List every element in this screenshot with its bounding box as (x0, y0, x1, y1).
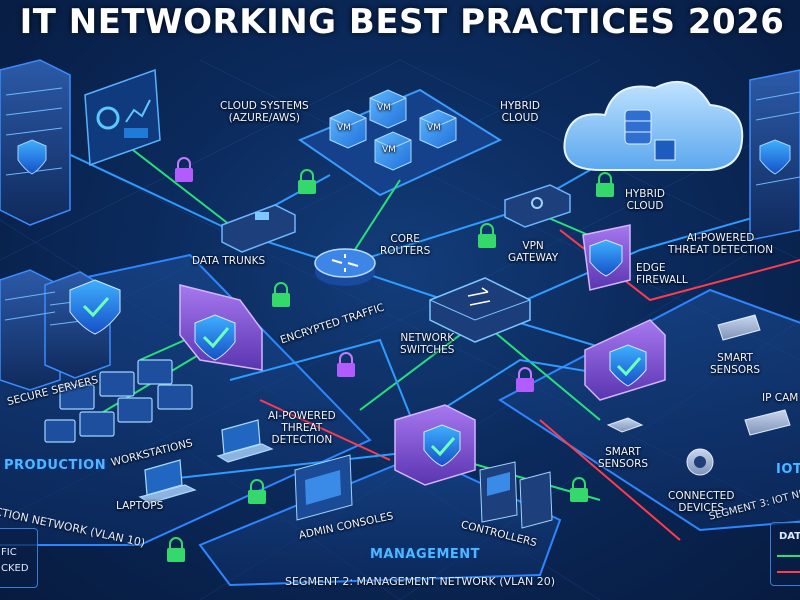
firewall-left (179, 284, 263, 371)
legend-right: DAT (770, 522, 800, 586)
legend-swatch-green (777, 555, 800, 557)
vm-cluster (329, 89, 457, 171)
label-cloud-systems: CLOUD SYSTEMS(AZURE/AWS) (220, 100, 309, 124)
network-switch (429, 277, 531, 343)
smart-sensor-device (606, 417, 644, 433)
laptop-group (138, 419, 274, 504)
vm-label: VM (382, 145, 396, 155)
legend-right-line1: DAT (779, 531, 800, 542)
controller-group (479, 461, 553, 529)
iot-zone-platform (498, 288, 800, 532)
firewall-management (394, 404, 476, 486)
lock-icons (167, 157, 614, 562)
firewall-iot (584, 319, 666, 401)
cloud-icon (563, 80, 744, 171)
vm-label: VM (427, 123, 441, 133)
ip-camera-device (717, 314, 791, 436)
zone-management: MANAGEMENT (370, 547, 481, 562)
vpn-gateway (504, 184, 571, 228)
label-laptops: LAPTOPS (116, 500, 164, 512)
server-rack-right (749, 69, 800, 241)
vm-label: VM (377, 103, 391, 113)
core-router (314, 248, 376, 286)
zone-iot: IoT (776, 462, 800, 477)
monitoring-dashboard (84, 68, 161, 167)
secure-server-group (0, 269, 121, 391)
vm-label: VM (337, 123, 351, 133)
legend-left-line1: FIC (1, 547, 17, 558)
admin-console-group (294, 454, 353, 521)
zone-production: PRODUCTION (4, 458, 107, 473)
data-trunk-switch (221, 204, 296, 253)
firewall-edge (582, 224, 631, 291)
segment-2-label: SEGMENT 2: MANAGEMENT NETWORK (VLAN 20) (285, 575, 555, 588)
server-rack-top-left (0, 59, 71, 226)
legend-swatch-red (777, 571, 800, 573)
workstation-group (44, 359, 193, 443)
connected-camera-device (686, 448, 714, 476)
diagram-title: IT NETWORKING BEST PRACTICES 2026 (19, 2, 785, 42)
legend-left: FIC CKED (0, 528, 38, 588)
label-ip-cam: IP CAM (762, 392, 799, 404)
management-zone-platform (198, 453, 562, 587)
legend-left-line2: CKED (1, 563, 29, 574)
label-data-trunks: DATA TRUNKS (192, 255, 266, 267)
